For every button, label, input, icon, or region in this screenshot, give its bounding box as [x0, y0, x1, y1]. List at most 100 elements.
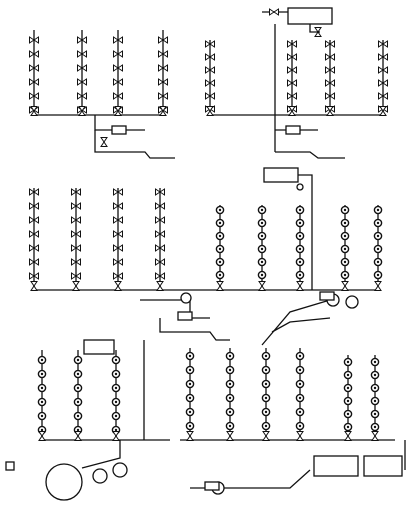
- roof-tank: [83, 339, 115, 355]
- sprinkler-icon: [37, 383, 47, 393]
- roof-tank: [287, 7, 333, 25]
- hydro-pneumatic-tank: [45, 463, 83, 501]
- faucet-icon: [71, 272, 81, 280]
- faucet-icon: [71, 188, 81, 196]
- riser-valve-icon: [38, 431, 46, 441]
- pump-icon: [296, 183, 304, 191]
- faucet-icon: [77, 92, 87, 100]
- faucet-icon: [287, 66, 297, 74]
- sprinkler-icon: [373, 270, 383, 280]
- faucet-icon: [77, 64, 87, 72]
- sprinkler-icon: [340, 231, 350, 241]
- faucet-icon: [29, 78, 39, 86]
- riser-valve-icon: [114, 281, 122, 291]
- sprinkler-icon: [73, 369, 83, 379]
- pump-icon: [92, 468, 108, 484]
- faucet-icon: [29, 258, 39, 266]
- sprinkler-icon: [257, 218, 267, 228]
- sprinkler-icon: [370, 357, 380, 367]
- sprinkler-icon: [215, 231, 225, 241]
- faucet-icon: [325, 79, 335, 87]
- sprinkler-icon: [373, 244, 383, 254]
- faucet-icon: [113, 216, 123, 224]
- pump-icon: [180, 292, 192, 304]
- faucet-icon: [155, 230, 165, 238]
- sprinkler-icon: [261, 379, 271, 389]
- faucet-icon: [158, 50, 168, 58]
- sprinkler-icon: [111, 369, 121, 379]
- sprinkler-icon: [185, 421, 195, 431]
- sprinkler-icon: [370, 370, 380, 380]
- sprinkler-icon: [257, 244, 267, 254]
- roof-tank: [263, 167, 299, 183]
- riser-valve-icon: [159, 106, 167, 116]
- faucet-icon: [378, 66, 388, 74]
- faucet-icon: [113, 188, 123, 196]
- sprinkler-icon: [257, 257, 267, 267]
- sprinkler-icon: [261, 407, 271, 417]
- riser-valve-icon: [74, 431, 82, 441]
- sprinkler-icon: [343, 357, 353, 367]
- sprinkler-icon: [261, 421, 271, 431]
- riser-valve-icon: [258, 281, 266, 291]
- faucet-icon: [29, 36, 39, 44]
- pump-discharge-pipe: [81, 440, 121, 469]
- riser-valve-icon: [112, 431, 120, 441]
- faucet-icon: [113, 92, 123, 100]
- sprinkler-icon: [373, 205, 383, 215]
- sprinkler-icon: [215, 218, 225, 228]
- sprinkler-icon: [111, 397, 121, 407]
- riser-valve-icon: [288, 106, 296, 116]
- riser-valve-icon: [114, 106, 122, 116]
- bypass-valve-icon: [100, 137, 108, 147]
- tank-outlet-pipe: [298, 174, 313, 190]
- bypass-pipe: [159, 318, 230, 341]
- faucet-icon: [29, 50, 39, 58]
- riser-valve-icon: [186, 431, 194, 441]
- faucet-icon: [158, 92, 168, 100]
- pump-icon: [112, 462, 128, 478]
- bypass-pipe: [271, 317, 331, 333]
- sprinkler-icon: [215, 257, 225, 267]
- check-valve-icon: [314, 27, 322, 37]
- sprinkler-icon: [295, 231, 305, 241]
- sprinkler-icon: [225, 379, 235, 389]
- sprinkler-icon: [370, 396, 380, 406]
- riser-valve-icon: [30, 281, 38, 291]
- faucet-icon: [287, 53, 297, 61]
- faucet-icon: [29, 92, 39, 100]
- sprinkler-icon: [295, 270, 305, 280]
- sprinkler-icon: [373, 257, 383, 267]
- sprinkler-icon: [295, 205, 305, 215]
- faucet-icon: [29, 202, 39, 210]
- sprinkler-icon: [73, 355, 83, 365]
- faucet-icon: [113, 78, 123, 86]
- faucet-icon: [29, 216, 39, 224]
- faucet-icon: [155, 216, 165, 224]
- faucet-icon: [113, 272, 123, 280]
- faucet-icon: [155, 188, 165, 196]
- sprinkler-icon: [370, 409, 380, 419]
- faucet-icon: [113, 64, 123, 72]
- sprinkler-icon: [225, 421, 235, 431]
- sprinkler-icon: [340, 218, 350, 228]
- sprinkler-icon: [257, 270, 267, 280]
- sprinkler-icon: [225, 365, 235, 375]
- tank-valve-icon: [269, 8, 279, 16]
- compressor-icon: [5, 461, 15, 471]
- sprinkler-icon: [295, 365, 305, 375]
- sprinkler-icon: [73, 411, 83, 421]
- sprinkler-icon: [295, 393, 305, 403]
- riser-valve-icon: [78, 106, 86, 116]
- sprinkler-icon: [261, 393, 271, 403]
- fixture-set: [29, 8, 388, 441]
- sprinkler-icon: [343, 422, 353, 432]
- sprinkler-icon: [295, 407, 305, 417]
- faucet-icon: [325, 66, 335, 74]
- sprinkler-icon: [185, 365, 195, 375]
- riser-valve-icon: [216, 281, 224, 291]
- sprinkler-icon: [37, 369, 47, 379]
- sprinkler-icon: [185, 407, 195, 417]
- faucet-icon: [205, 40, 215, 48]
